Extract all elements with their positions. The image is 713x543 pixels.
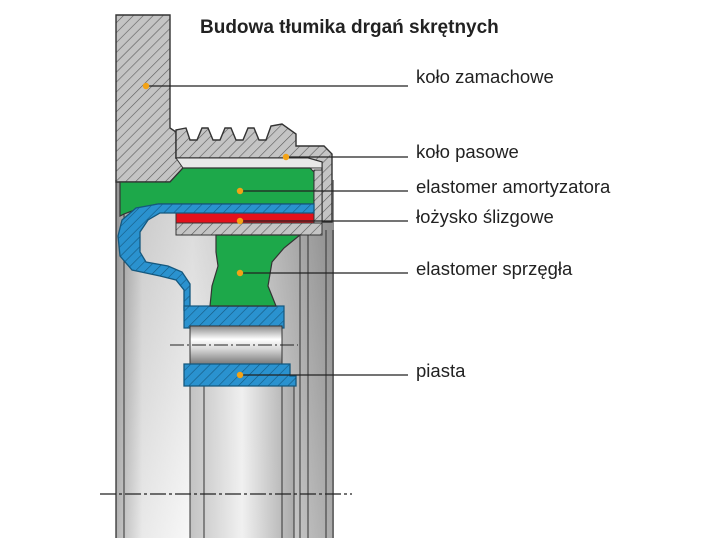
label-damper-elastomer: elastomer amortyzatora bbox=[416, 176, 611, 197]
leader-lines bbox=[146, 85, 408, 376]
label-coupling-elastomer: elastomer sprzęgła bbox=[416, 258, 573, 279]
label-hub: piasta bbox=[416, 360, 466, 381]
coupling-elastomer-shape bbox=[209, 234, 302, 307]
bearing-shape bbox=[175, 169, 323, 236]
label-pulley: koło pasowe bbox=[416, 141, 519, 162]
leader-dots bbox=[142, 82, 290, 379]
label-bearing: łożysko ślizgowe bbox=[416, 206, 554, 227]
pulley-section bbox=[175, 123, 333, 223]
label-flywheel: koło zamachowe bbox=[416, 66, 554, 87]
diagram-title: Budowa tłumika drgań skrętnych bbox=[200, 17, 499, 38]
pin bbox=[170, 325, 298, 365]
